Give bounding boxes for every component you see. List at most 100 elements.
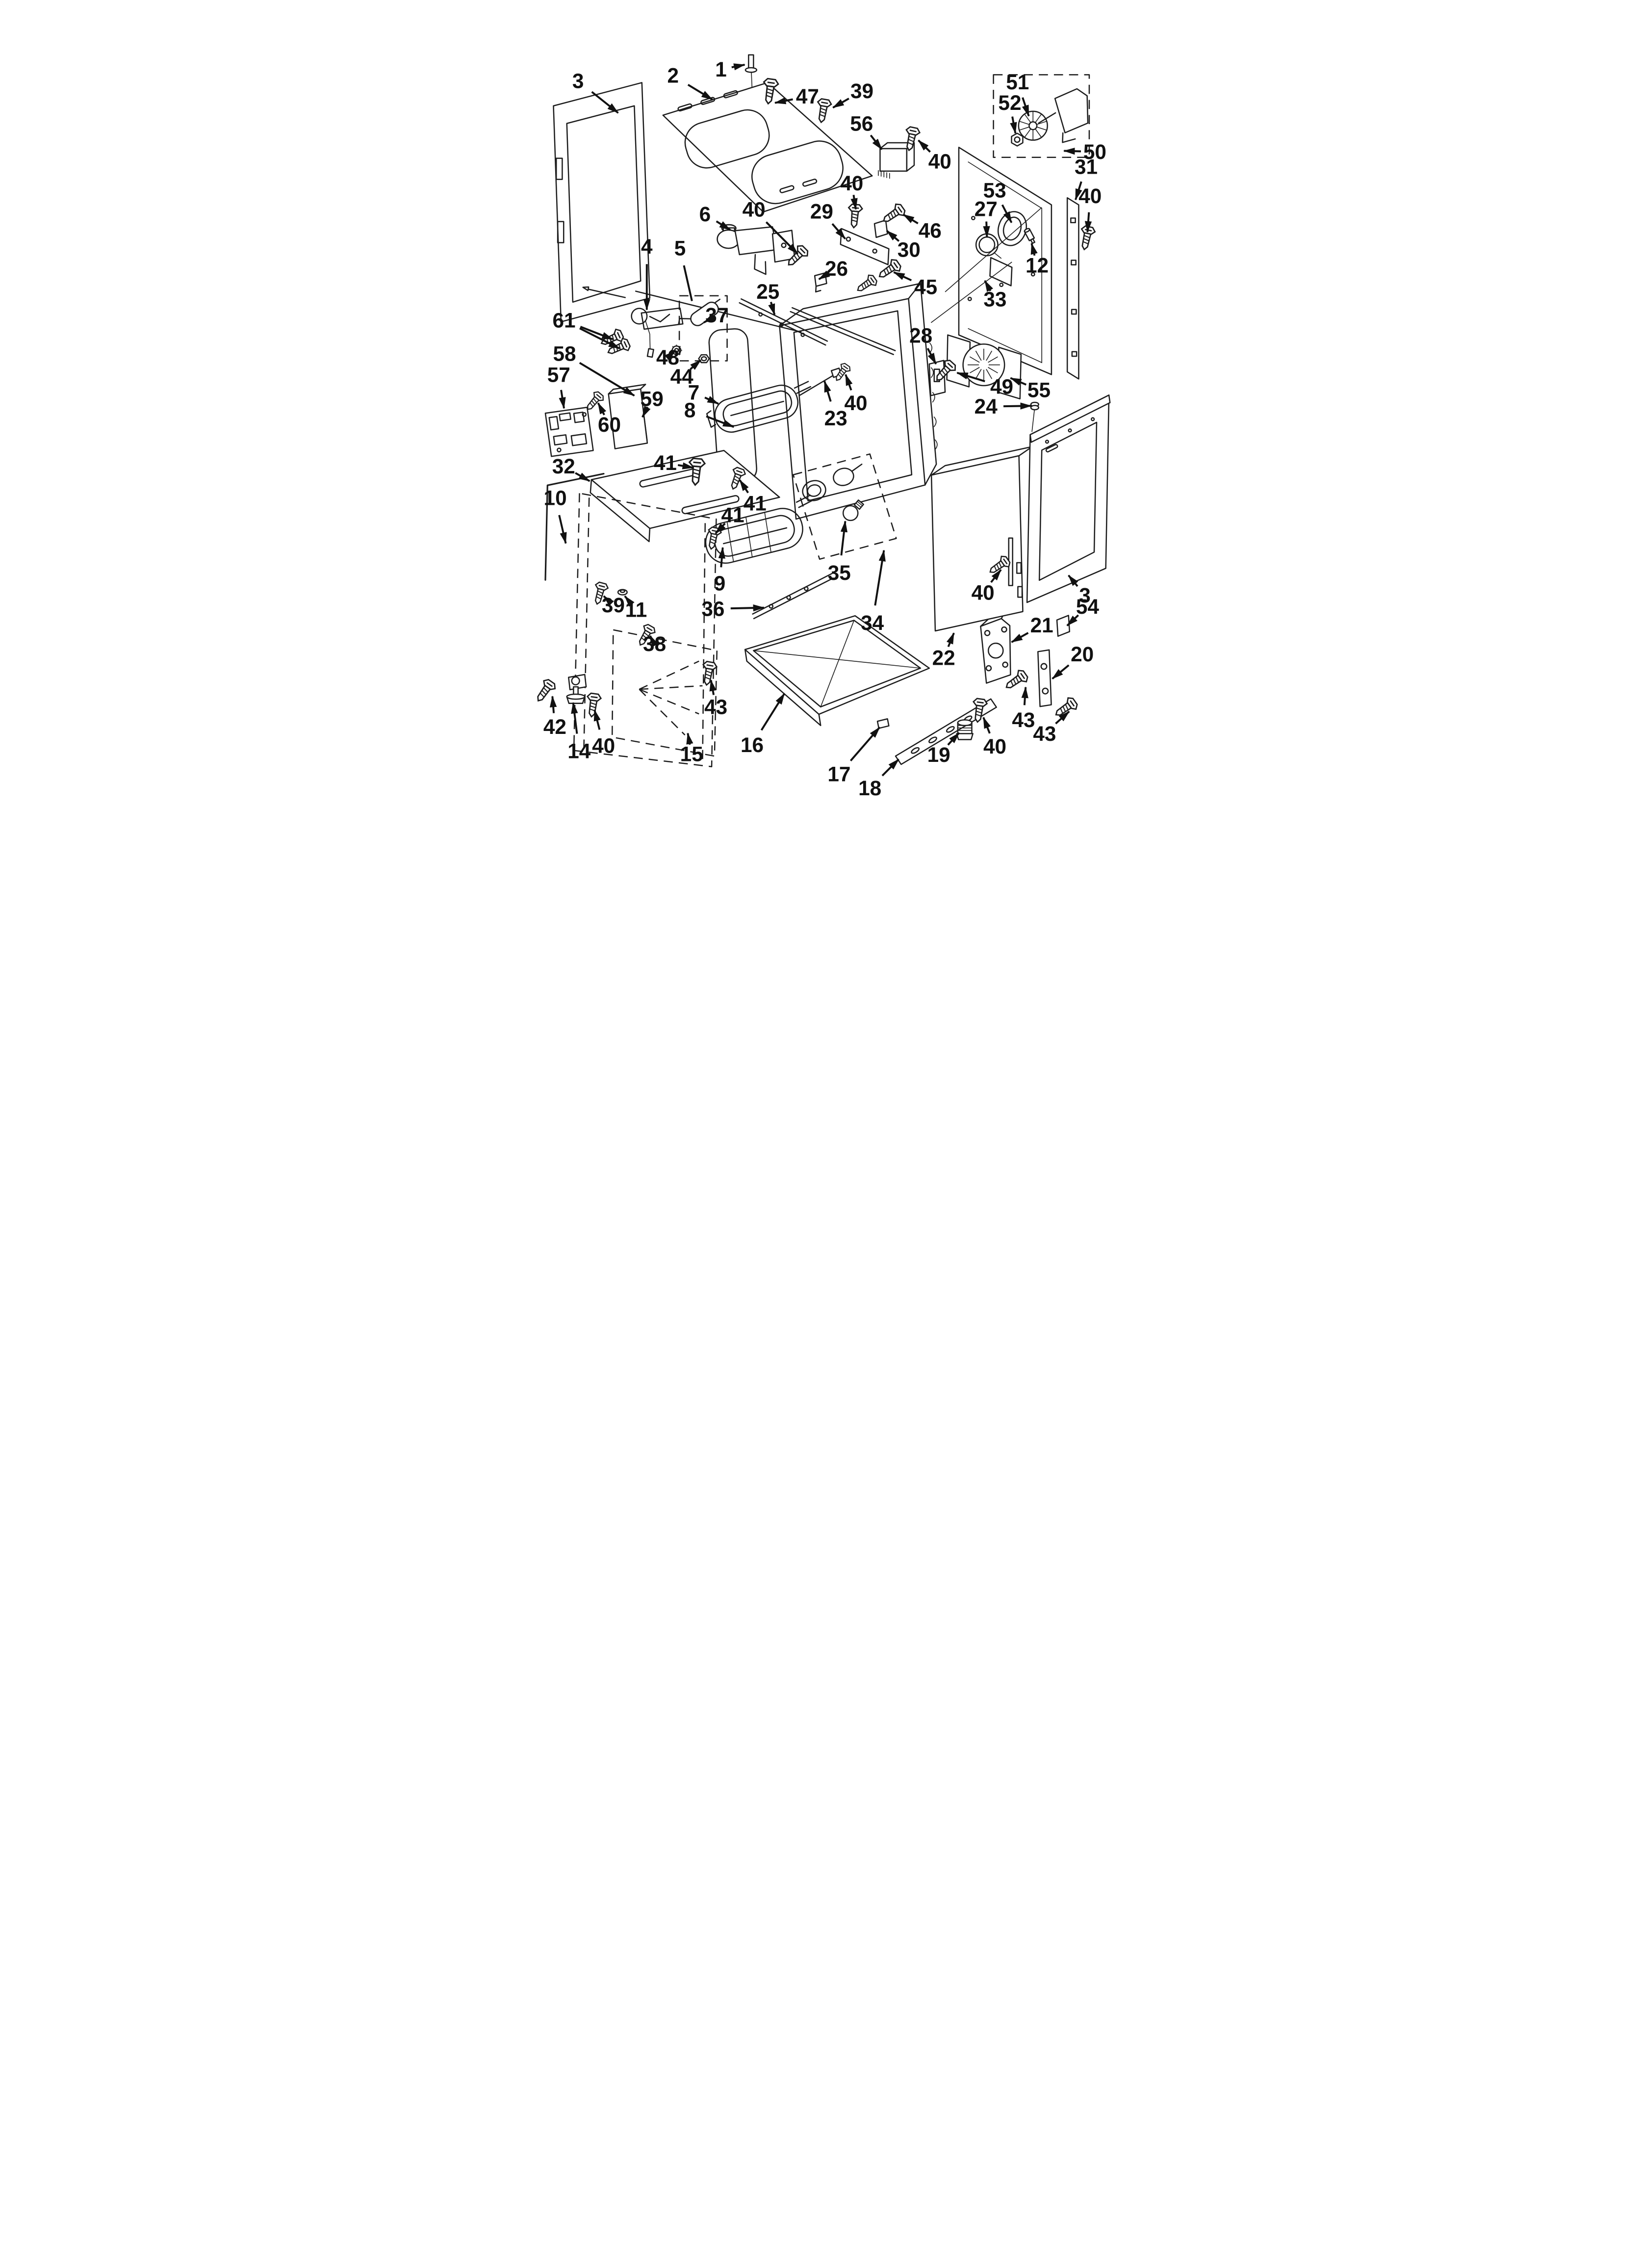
drawer-glide-parts bbox=[876, 698, 997, 765]
left-side-panel bbox=[553, 82, 651, 323]
callout-label-35: 35 bbox=[828, 561, 851, 584]
callout-arrow-25 bbox=[768, 302, 776, 315]
callout-arrow-43 bbox=[709, 679, 717, 695]
callout-arrow-14 bbox=[571, 702, 578, 734]
callout-label-43: 43 bbox=[704, 696, 727, 719]
callout-label-41: 41 bbox=[721, 504, 744, 527]
callout-label-39: 39 bbox=[602, 594, 625, 617]
callout-arrow-39 bbox=[603, 595, 614, 606]
callout-arrow-3 bbox=[1068, 574, 1078, 587]
callout-arrow-60 bbox=[597, 402, 607, 416]
callout-label-34: 34 bbox=[861, 611, 884, 634]
callout-arrow-38 bbox=[649, 635, 659, 648]
callout-arrow-22 bbox=[946, 632, 955, 648]
callout-label-32: 32 bbox=[552, 455, 575, 478]
fan-motor bbox=[1054, 88, 1089, 133]
callout-label-11: 11 bbox=[625, 599, 647, 622]
rear-opening bbox=[989, 257, 1013, 287]
right-side-panel bbox=[930, 446, 1033, 632]
callout-label-9: 9 bbox=[714, 572, 726, 595]
callout-label-51: 51 bbox=[1006, 71, 1029, 94]
callout-label-41: 41 bbox=[744, 492, 767, 515]
callout-arrow-31 bbox=[1075, 181, 1082, 201]
callout-arrow-40 bbox=[850, 195, 858, 210]
maintop-panel bbox=[662, 82, 873, 213]
callout-arrow-55 bbox=[1010, 377, 1027, 386]
callout-arrow-61 bbox=[580, 326, 614, 340]
callout-label-5: 5 bbox=[674, 237, 686, 260]
callout-label-18: 18 bbox=[858, 777, 881, 800]
bake-element bbox=[705, 495, 813, 564]
spacer-plate bbox=[1037, 649, 1052, 707]
callout-label-40: 40 bbox=[928, 150, 951, 173]
leveling-leg-rear bbox=[956, 719, 974, 740]
sensor-leader-line bbox=[945, 207, 1042, 292]
callout-arrow-50 bbox=[1063, 147, 1081, 155]
latch-hook-bracket bbox=[641, 307, 684, 330]
anti-tip-bracket bbox=[980, 618, 1011, 684]
callout-label-1: 1 bbox=[715, 58, 727, 81]
callout-arrow-5 bbox=[683, 265, 693, 302]
callout-arrow-44 bbox=[690, 359, 702, 370]
callout-label-46: 46 bbox=[919, 219, 942, 242]
callout-arrow-3 bbox=[591, 91, 619, 114]
callout-arrow-42 bbox=[549, 695, 557, 713]
callout-arrow-28 bbox=[926, 348, 937, 365]
callout-label-59: 59 bbox=[641, 387, 664, 410]
callout-label-44: 44 bbox=[670, 365, 694, 388]
front-spacer-rail bbox=[752, 573, 834, 620]
callout-arrow-29 bbox=[831, 223, 846, 240]
callout-arrow-11 bbox=[624, 595, 635, 607]
callout-arrow-53 bbox=[1001, 204, 1013, 224]
callout-arrow-40 bbox=[990, 569, 1002, 583]
callout-label-41: 41 bbox=[654, 451, 677, 474]
leveling-leg-front bbox=[566, 674, 587, 704]
callout-arrow-40 bbox=[593, 709, 601, 730]
callout-label-50: 50 bbox=[1083, 140, 1106, 163]
callout-arrow-41 bbox=[715, 522, 726, 534]
callout-label-40: 40 bbox=[840, 172, 863, 195]
right-finish-panel bbox=[1026, 394, 1111, 603]
callout-label-40: 40 bbox=[844, 391, 867, 415]
callout-arrow-40 bbox=[765, 221, 799, 255]
callout-arrow-56 bbox=[870, 134, 883, 150]
callout-label-33: 33 bbox=[983, 288, 1006, 311]
screw-43-a bbox=[699, 660, 718, 687]
callout-label-26: 26 bbox=[825, 257, 848, 280]
callout-label-38: 38 bbox=[643, 632, 666, 655]
callout-label-3: 3 bbox=[1079, 584, 1091, 607]
callout-label-4: 4 bbox=[641, 235, 653, 258]
callout-label-16: 16 bbox=[741, 733, 764, 756]
callout-label-40: 40 bbox=[1078, 184, 1102, 208]
drawer-top-panel bbox=[590, 450, 780, 543]
callout-arrow-6 bbox=[716, 220, 731, 231]
callout-label-47: 47 bbox=[796, 85, 819, 108]
callout-label-25: 25 bbox=[756, 280, 779, 303]
callout-label-27: 27 bbox=[975, 197, 998, 220]
screw-40-leg bbox=[584, 692, 602, 719]
latch-plate bbox=[873, 219, 888, 238]
callout-label-45: 45 bbox=[914, 275, 937, 298]
callout-label-20: 20 bbox=[1071, 643, 1094, 666]
callout-arrow-10 bbox=[558, 515, 567, 544]
callout-label-8: 8 bbox=[684, 398, 696, 421]
callout-arrow-8 bbox=[706, 415, 735, 428]
callout-label-43: 43 bbox=[1012, 708, 1035, 731]
callout-arrow-49 bbox=[956, 371, 985, 383]
callout-label-21: 21 bbox=[1030, 614, 1053, 637]
callout-arrow-19 bbox=[947, 732, 960, 746]
callout-arrow-21 bbox=[1011, 632, 1029, 643]
callout-arrow-40 bbox=[845, 374, 853, 391]
callout-label-43: 43 bbox=[1033, 722, 1056, 745]
callout-label-56: 56 bbox=[850, 112, 873, 135]
callout-label-6: 6 bbox=[699, 203, 711, 226]
back-panel bbox=[930, 147, 1079, 380]
callout-arrow-40 bbox=[918, 139, 931, 153]
callout-label-29: 29 bbox=[810, 200, 833, 223]
callout-label-30: 30 bbox=[898, 238, 921, 261]
callout-label-7: 7 bbox=[688, 381, 700, 404]
callout-arrow-2 bbox=[687, 84, 713, 101]
control-board bbox=[544, 407, 594, 457]
glide-clip bbox=[876, 718, 890, 729]
